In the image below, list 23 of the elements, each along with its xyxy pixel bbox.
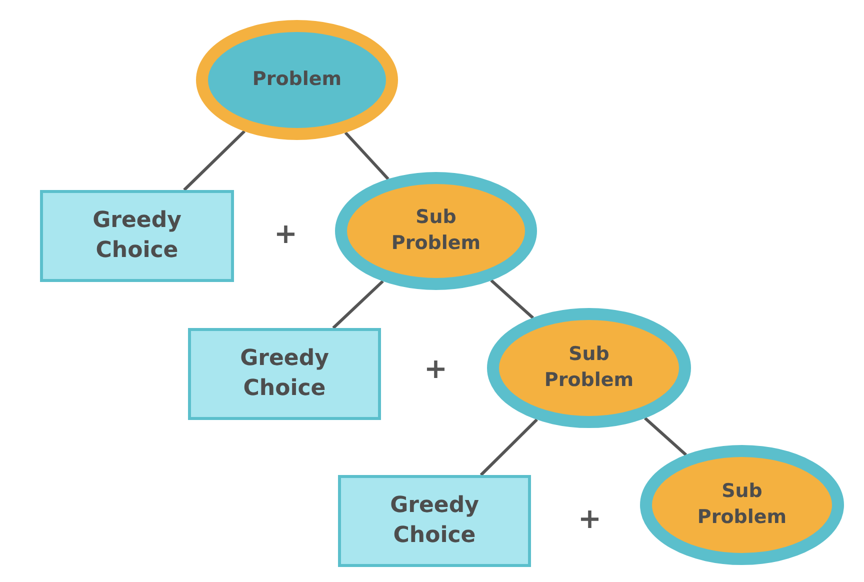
connector-line (344, 132, 390, 180)
problem-ellipse (640, 445, 844, 565)
plus-sign: + (274, 217, 298, 250)
connector-line (644, 417, 687, 456)
connector-line (183, 130, 246, 192)
choice-box (338, 475, 531, 567)
choice-box (40, 190, 234, 282)
connector-line (490, 279, 534, 319)
plus-sign: + (424, 352, 448, 385)
problem-ellipse (196, 20, 398, 140)
node-label: Sub Problem (390, 205, 482, 256)
node-label: Sub Problem (696, 479, 788, 530)
plus-sign: + (578, 502, 602, 535)
node-label: Greedy Choice (92, 207, 182, 265)
node-label: Sub Problem (543, 342, 635, 393)
node-label: Problem (251, 67, 343, 92)
connector-line (480, 418, 538, 476)
node-label: Greedy Choice (389, 492, 480, 550)
problem-ellipse (487, 308, 691, 428)
choice-box (188, 328, 381, 420)
node-label: Greedy Choice (239, 345, 330, 403)
connector-line (332, 280, 384, 330)
problem-ellipse (335, 172, 537, 290)
